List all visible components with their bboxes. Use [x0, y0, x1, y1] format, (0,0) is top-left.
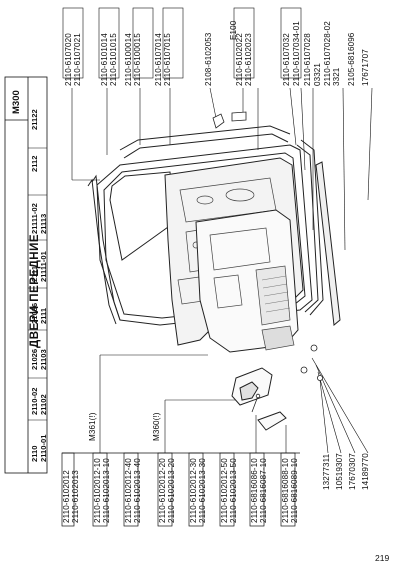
part-number-right: 2110-6102023: [244, 33, 253, 86]
part-number-right: 2110-6107015: [163, 33, 172, 86]
part-number-right: 2108-6102053: [204, 32, 213, 86]
part-number-left: 2110-6102013-10: [102, 458, 111, 523]
part-number-right: 2110-6101014: [100, 33, 109, 86]
header-model-code: 21026: [30, 348, 39, 370]
header-column-dividers: [28, 147, 47, 421]
part-number-left: 2110-6816086-10: [250, 458, 259, 523]
part-number-left: 2110-6102012-50: [220, 458, 229, 523]
header-model-code: 2110-01: [39, 434, 48, 462]
header-model-code: 21103: [39, 349, 48, 370]
part-number-left: 2110-6102012: [62, 470, 71, 523]
header-model-code: 2111: [39, 307, 48, 324]
part-number-right: 2110-6102022: [235, 33, 244, 86]
header-model-code: 21113: [39, 213, 48, 234]
header-model-code: 2110-02: [30, 387, 39, 415]
part-number-left: 2110-6102012-30: [189, 458, 198, 523]
m360-callout: M360(!): [152, 412, 161, 441]
header-model-code: 21111-01: [39, 251, 48, 282]
part-number-right: 2105-6816096: [347, 32, 356, 86]
part-number-left: 2110-6102012-40: [124, 458, 133, 523]
leader-lines-left: [99, 354, 369, 454]
glass-run-channel: [87, 174, 121, 325]
header-model-code: 2110: [30, 445, 39, 462]
header-model-code: 21111-02: [30, 203, 39, 234]
trim-panel-speaker-grille: [261, 275, 291, 313]
part-number-left: 2110-6102013: [71, 470, 80, 523]
trim-panel-details: [209, 227, 295, 351]
part-number-right: 2110-6107014: [154, 33, 163, 86]
part-number-bottom: 10519307: [335, 453, 344, 490]
part-number-left: 2110-6102013-50: [229, 458, 238, 523]
part-number-left: 2110-6816089-10: [290, 458, 299, 523]
door-handle-assembly: [231, 367, 287, 431]
door-weatherstrips: [119, 125, 341, 326]
header-model-code: 2111: [30, 265, 39, 282]
right-label-frames: [62, 7, 302, 79]
part-number-right: 03321: [313, 62, 322, 86]
part-number-left: 2110-6102013-40: [133, 458, 142, 523]
header-model-code: 21122: [30, 109, 39, 130]
part-number-left: 2110-6816087-10: [259, 458, 268, 523]
small-fittings: [212, 111, 323, 413]
part-number-left: 2110-6102013-30: [198, 458, 207, 523]
part-number-bottom: 17670307: [348, 453, 357, 490]
part-number-right: 2110-6107028-02: [323, 21, 332, 86]
part-number-left: 2110-6816088-10: [281, 458, 290, 523]
header-model-code: 2112: [30, 155, 39, 172]
part-number-left: 2110-6102012-20: [158, 458, 167, 523]
part-number-bottom: 14189770: [361, 453, 370, 490]
page-number: 219: [375, 553, 390, 563]
part-number-right: 2110-6107034-01: [292, 21, 301, 86]
part-number-left: 2110-6102013-20: [167, 458, 176, 523]
part-number-right: 2110-6101015: [109, 33, 118, 86]
part-number-right: 3321: [332, 67, 341, 86]
part-number-right: 2110-6107028: [303, 33, 312, 86]
part-number-right: 2110-6107021: [73, 33, 82, 86]
header-model-code: 21102: [39, 394, 48, 415]
door-outer-frame: [96, 144, 313, 326]
part-number-bottom: 13277311: [322, 453, 331, 490]
model-code: M300: [11, 90, 22, 114]
part-number-right: 2110-6100014: [124, 33, 133, 86]
part-number-right: 2110-6107032: [282, 33, 291, 86]
part-number-left: 2110-6102012-10: [93, 458, 102, 523]
m361-callout: M361(!): [88, 412, 97, 441]
header-model-code: 21036: [30, 302, 39, 324]
part-number-right: 17671707: [361, 49, 370, 86]
part-number-right: 2110-6100015: [133, 33, 142, 86]
part-number-right: 2110-6107020: [64, 33, 73, 86]
header-table: [4, 76, 48, 474]
